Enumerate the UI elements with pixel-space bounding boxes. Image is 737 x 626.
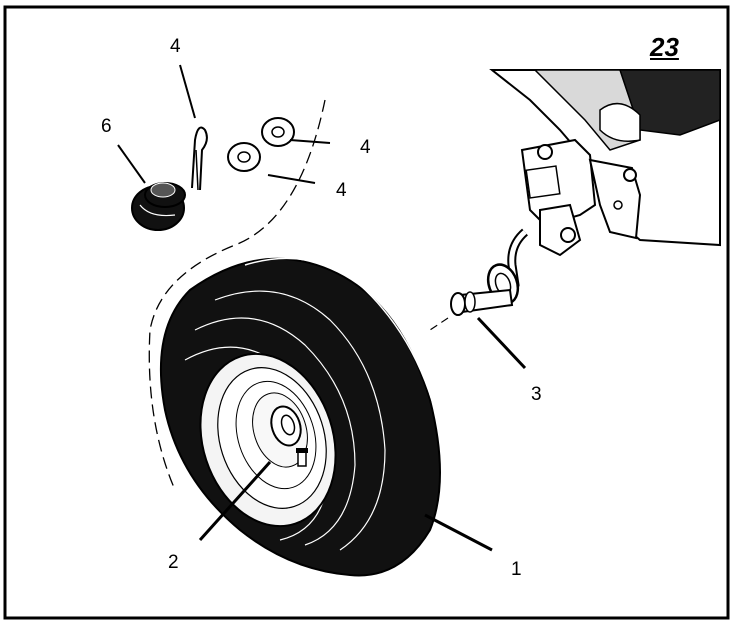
leader-line-3	[476, 316, 527, 370]
tire-and-wheel	[159, 257, 446, 577]
figure-number: 23	[650, 32, 679, 62]
callout-1: 1	[511, 559, 522, 580]
callout-4-lower: 4	[336, 180, 347, 201]
leader-line-4a	[289, 139, 331, 144]
figure-border	[3, 5, 730, 620]
leader-line-6	[117, 144, 146, 184]
washers	[227, 117, 295, 172]
leader-line-5	[179, 64, 196, 119]
callout-2: 2	[168, 552, 179, 573]
callout-6: 6	[101, 116, 112, 137]
leader-line-1	[424, 513, 493, 552]
callout-4-upper: 4	[360, 137, 371, 158]
assembly-path-line	[148, 99, 326, 491]
callout-3: 3	[531, 384, 542, 405]
leader-line-4b	[267, 174, 316, 184]
mower-deck-assembly	[486, 69, 721, 305]
wheel-bearing	[131, 182, 186, 231]
axle-bolt	[429, 288, 514, 331]
callout-5: 4	[170, 36, 181, 57]
leader-line-2	[198, 460, 272, 542]
cotter-pin	[191, 126, 208, 191]
